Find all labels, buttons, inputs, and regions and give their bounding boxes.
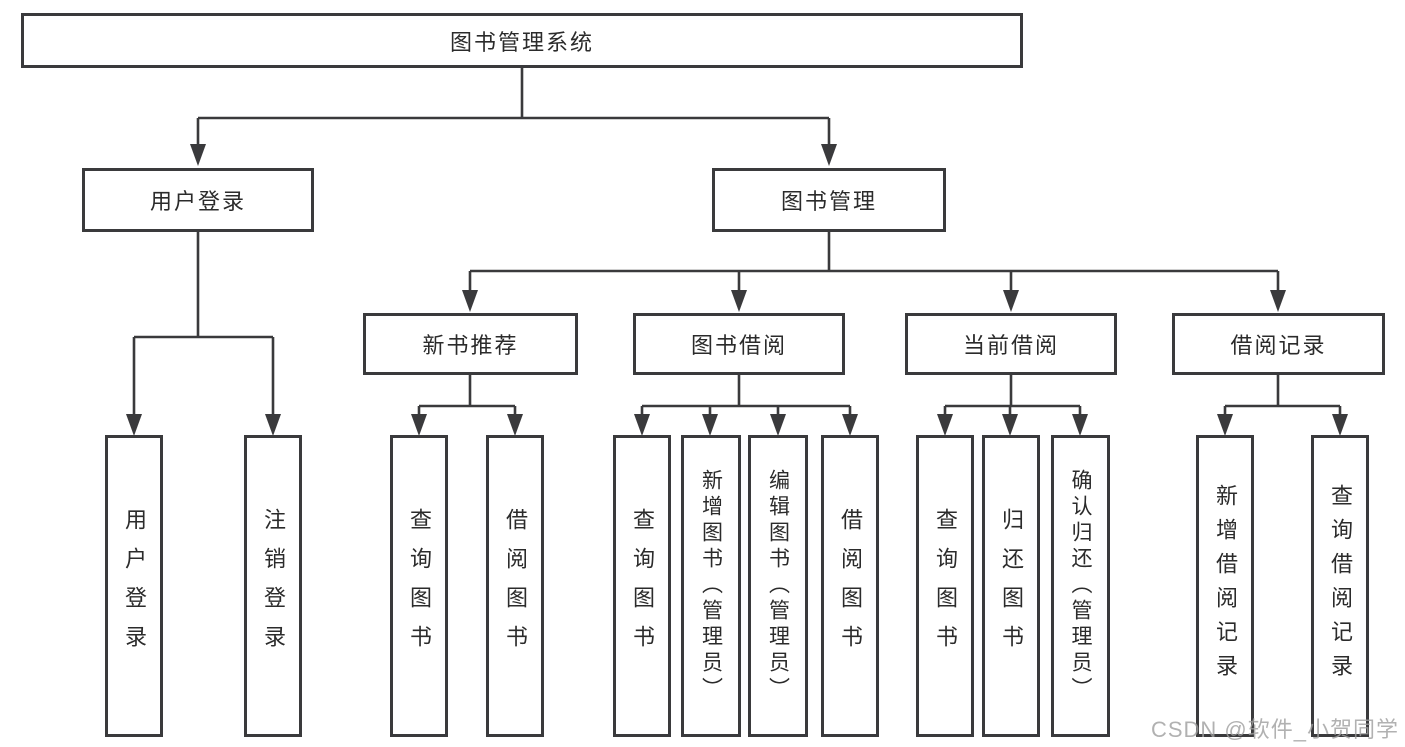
leaf-current-query-books-label: 查询图书 bbox=[933, 508, 958, 664]
edge-user-login-to-leaves bbox=[126, 232, 281, 436]
arrow-down-icon bbox=[411, 414, 427, 436]
leaf-add-borrow-record: 新增借阅记录 bbox=[1196, 435, 1254, 737]
edge-current-borrow-to-leaves bbox=[937, 375, 1088, 436]
leaf-add-books-admin-label: 新增图书（管理员） bbox=[699, 469, 723, 703]
arrow-down-icon bbox=[126, 414, 142, 436]
leaf-user-login-label: 用户登录 bbox=[122, 508, 147, 664]
arrow-down-icon bbox=[190, 144, 206, 166]
leaf-logout-label: 注销登录 bbox=[261, 508, 286, 664]
node-user-login-label: 用户登录 bbox=[149, 189, 246, 214]
arrow-down-icon bbox=[507, 414, 523, 436]
leaf-add-books-admin: 新增图书（管理员） bbox=[681, 435, 741, 737]
node-borrow-records: 借阅记录 bbox=[1172, 313, 1385, 375]
leaf-edit-books-admin-label: 编辑图书（管理员） bbox=[766, 469, 790, 703]
arrow-down-icon bbox=[842, 414, 858, 436]
node-borrow-records-label: 借阅记录 bbox=[1230, 333, 1327, 358]
leaf-return-books-label: 归还图书 bbox=[999, 508, 1024, 664]
arrow-down-icon bbox=[937, 414, 953, 436]
leaf-borrow-query-books-label: 查询图书 bbox=[630, 508, 655, 664]
leaf-add-borrow-record-label: 新增借阅记录 bbox=[1213, 484, 1238, 688]
arrow-down-icon bbox=[634, 414, 650, 436]
leaf-borrow-books-label: 借阅图书 bbox=[838, 508, 863, 664]
edge-book-borrow-to-leaves bbox=[634, 375, 858, 436]
leaf-query-borrow-record-label: 查询借阅记录 bbox=[1328, 484, 1353, 688]
leaf-query-borrow-record: 查询借阅记录 bbox=[1311, 435, 1369, 737]
edge-borrow-record-to-leaves bbox=[1217, 375, 1348, 436]
node-root-label: 图书管理系统 bbox=[449, 29, 594, 55]
arrow-down-icon bbox=[1217, 414, 1233, 436]
arrow-down-icon bbox=[770, 414, 786, 436]
arrow-down-icon bbox=[821, 144, 837, 166]
csdn-watermark: CSDN @软件_小贺同学 bbox=[1150, 717, 1399, 742]
leaf-confirm-return-admin-label: 确认归还（管理员） bbox=[1069, 469, 1092, 703]
arrow-down-icon bbox=[1270, 290, 1286, 312]
arrow-down-icon bbox=[1003, 290, 1019, 312]
leaf-confirm-return-admin: 确认归还（管理员） bbox=[1051, 435, 1110, 737]
leaf-new-book-query-books: 查询图书 bbox=[390, 435, 448, 737]
node-root: 图书管理系统 bbox=[21, 13, 1023, 68]
node-current-borrow-label: 当前借阅 bbox=[962, 333, 1059, 358]
edge-new-book-to-leaves bbox=[411, 375, 523, 436]
node-book-borrow: 图书借阅 bbox=[633, 313, 845, 375]
arrow-down-icon bbox=[1072, 414, 1088, 436]
leaf-edit-books-admin: 编辑图书（管理员） bbox=[748, 435, 808, 737]
arrow-down-icon bbox=[731, 290, 747, 312]
leaf-borrow-books: 借阅图书 bbox=[821, 435, 879, 737]
leaf-new-book-borrow-books: 借阅图书 bbox=[486, 435, 544, 737]
arrow-down-icon bbox=[1002, 414, 1018, 436]
leaf-new-book-query-books-label: 查询图书 bbox=[407, 508, 432, 664]
leaf-return-books: 归还图书 bbox=[982, 435, 1040, 737]
arrow-down-icon bbox=[265, 414, 281, 436]
edge-root-to-level2 bbox=[190, 68, 837, 166]
node-book-borrow-label: 图书借阅 bbox=[690, 333, 787, 358]
leaf-new-book-borrow-books-label: 借阅图书 bbox=[503, 508, 528, 664]
node-new-book-recommend-label: 新书推荐 bbox=[422, 333, 519, 358]
arrow-down-icon bbox=[462, 290, 478, 312]
node-book-management: 图书管理 bbox=[712, 168, 946, 232]
node-new-book-recommend: 新书推荐 bbox=[363, 313, 578, 375]
edge-book-mgmt-to-level3 bbox=[462, 232, 1286, 312]
leaf-current-query-books: 查询图书 bbox=[916, 435, 974, 737]
leaf-borrow-query-books: 查询图书 bbox=[613, 435, 671, 737]
node-user-login: 用户登录 bbox=[82, 168, 314, 232]
arrow-down-icon bbox=[1332, 414, 1348, 436]
node-current-borrow: 当前借阅 bbox=[905, 313, 1117, 375]
node-book-management-label: 图书管理 bbox=[780, 189, 877, 214]
leaf-user-login: 用户登录 bbox=[105, 435, 163, 737]
leaf-logout: 注销登录 bbox=[244, 435, 302, 737]
arrow-down-icon bbox=[702, 414, 718, 436]
